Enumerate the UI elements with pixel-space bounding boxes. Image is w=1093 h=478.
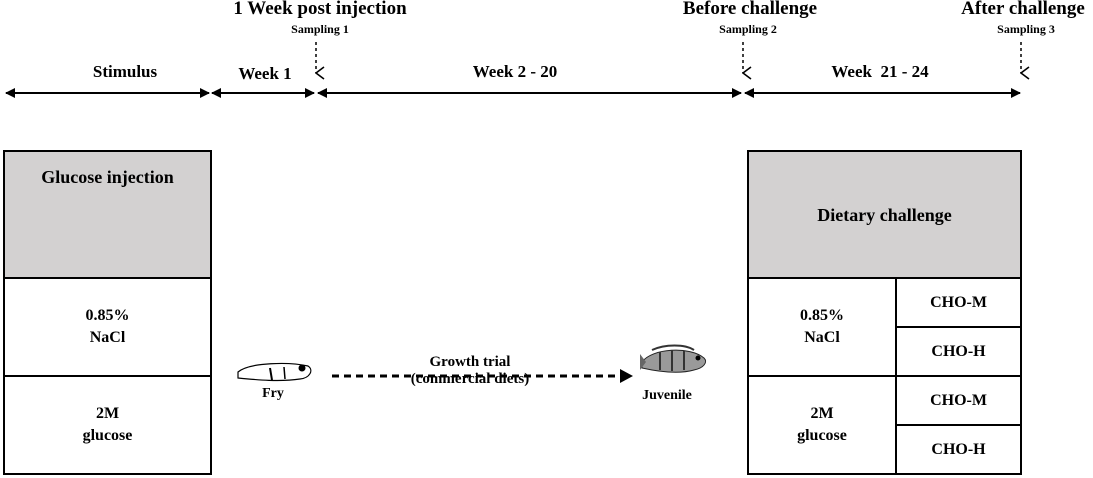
diet-cell-glucose-cho-h: CHO-H xyxy=(895,424,1022,475)
sampling-label-3: Sampling 3 xyxy=(997,22,1055,36)
diet-cell-nacl-cho-m: CHO-M xyxy=(895,277,1022,328)
left-table-row-nacl: 0.85% NaCl xyxy=(3,277,212,377)
diet-cell-glucose-cho-m: CHO-M xyxy=(895,375,1022,426)
event-title-3: After challenge xyxy=(961,0,1085,19)
left-table-row-glucose: 2M glucose xyxy=(3,375,212,475)
event-title-1: 1 Week post injection xyxy=(233,0,407,19)
left-row-glucose-line1: 2M xyxy=(95,405,120,422)
left-table-header-text: Glucose injection xyxy=(41,167,174,187)
right-group-glucose-line1: 2M xyxy=(810,405,834,422)
left-table-header: Glucose injection xyxy=(3,150,212,279)
left-row-nacl-line2: NaCl xyxy=(89,329,126,346)
fry-icon xyxy=(237,362,312,382)
diet-cell-nacl-cho-h: CHO-H xyxy=(895,326,1022,377)
right-group-nacl: 0.85% NaCl xyxy=(747,277,897,377)
sampling-label-2: Sampling 2 xyxy=(719,22,777,36)
diet-label: CHO-M xyxy=(930,293,987,311)
phase-label-stimulus: Stimulus xyxy=(92,62,158,81)
right-group-nacl-line2: NaCl xyxy=(804,329,840,346)
phase-label-week1: Week 1 xyxy=(238,64,292,83)
sampling-label-1: Sampling 1 xyxy=(291,22,349,36)
growth-trial-arrowhead xyxy=(620,369,633,383)
event-title-2: Before challenge xyxy=(682,0,818,19)
growth-trial-line2: (commercial diets) xyxy=(410,371,530,387)
diet-label: CHO-M xyxy=(930,391,987,409)
right-table-header-text: Dietary challenge xyxy=(817,204,952,225)
juvenile-label: Juvenile xyxy=(642,388,692,403)
left-row-glucose-line2: glucose xyxy=(82,427,133,444)
phase-label-week2-20: Week 2 - 20 xyxy=(472,62,558,81)
left-row-nacl-line1: 0.85% xyxy=(85,307,130,324)
juvenile-fish-icon xyxy=(640,344,707,373)
diet-label: CHO-H xyxy=(931,342,986,360)
phase-label-week21-24: Week 21 - 24 xyxy=(831,62,929,81)
growth-trial-label: Growth trial (commercial diets) xyxy=(380,354,560,388)
right-group-glucose-line2: glucose xyxy=(797,427,847,444)
right-group-glucose: 2M glucose xyxy=(747,375,897,475)
right-table-header: Dietary challenge xyxy=(747,150,1022,279)
growth-trial-line1: Growth trial xyxy=(429,354,511,370)
fry-label: Fry xyxy=(262,386,284,401)
diet-label: CHO-H xyxy=(931,440,986,458)
right-group-nacl-line1: 0.85% xyxy=(800,307,844,324)
